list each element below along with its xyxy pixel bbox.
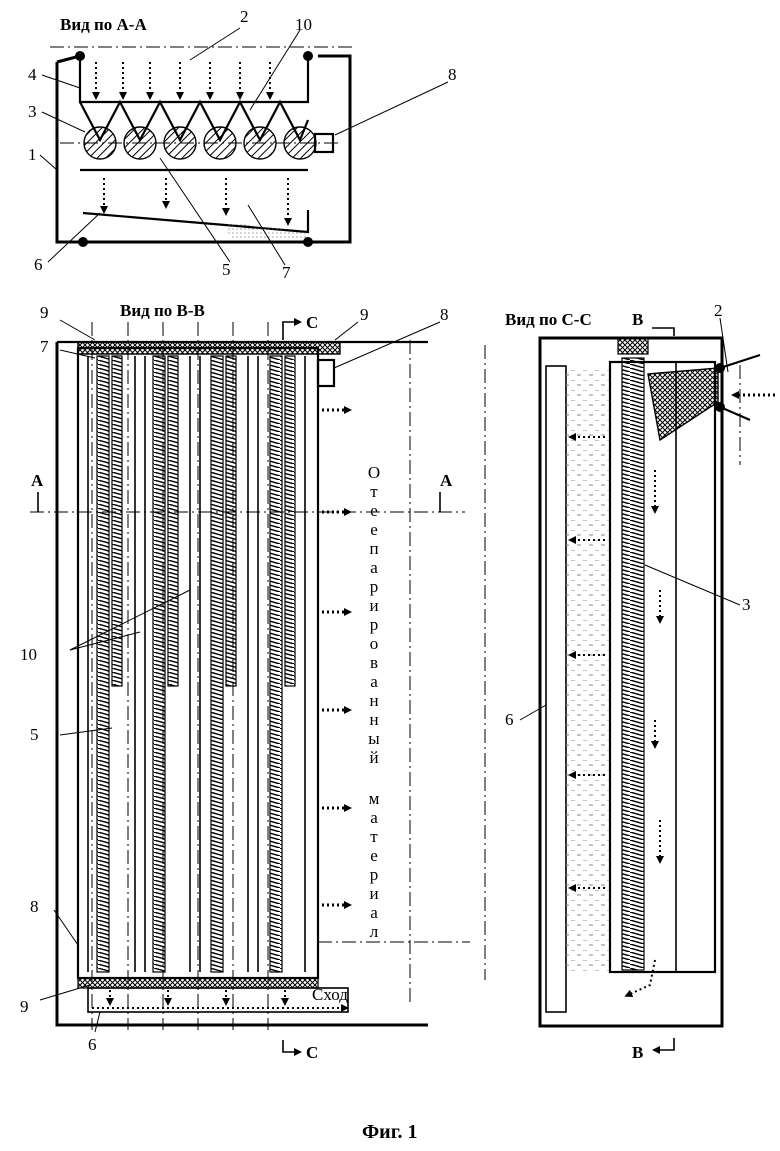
svg-text:7: 7	[40, 337, 49, 356]
vertical-letter: л	[370, 922, 379, 941]
svg-text:8: 8	[30, 897, 39, 916]
svg-text:9: 9	[40, 303, 49, 322]
vertical-letter: р	[370, 615, 379, 634]
svg-text:С: С	[306, 1043, 318, 1062]
vertical-letter: а	[370, 672, 378, 691]
vertical-letter: т	[370, 827, 378, 846]
svg-text:3: 3	[742, 595, 751, 614]
gear-bar-bottom	[78, 978, 318, 988]
vertical-letter: н	[369, 691, 378, 710]
svg-text:8: 8	[440, 305, 449, 324]
tray-cc	[546, 366, 566, 1012]
svg-text:7: 7	[282, 263, 291, 282]
svg-text:А: А	[440, 471, 453, 490]
view-aa-title: Вид по А-А	[60, 15, 147, 34]
vertical-letter: о	[370, 634, 379, 653]
svg-text:2: 2	[240, 7, 249, 26]
drive-bb	[318, 360, 334, 386]
vertical-letter: а	[370, 903, 378, 922]
svg-text:4: 4	[28, 65, 37, 84]
feed-hopper	[648, 368, 718, 440]
svg-text:9: 9	[20, 997, 29, 1016]
depulped-material-text: Отеепарированныйматериал	[368, 463, 380, 941]
svg-text:10: 10	[20, 645, 37, 664]
vertical-letter: О	[368, 463, 380, 482]
svg-text:8: 8	[448, 65, 457, 84]
svg-text:5: 5	[222, 260, 231, 279]
vertical-letter: а	[370, 558, 378, 577]
svg-text:5: 5	[30, 725, 39, 744]
brush-shaft-cc	[622, 358, 644, 970]
svg-text:9: 9	[360, 305, 369, 324]
vertical-letter: и	[369, 596, 378, 615]
svg-text:6: 6	[34, 255, 43, 274]
vertical-letter: п	[369, 539, 378, 558]
vertical-letter: й	[369, 748, 378, 767]
vertical-letter: ы	[368, 729, 380, 748]
view-aa: Вид по А-А	[28, 7, 457, 282]
view-cc: Вид по С-С В В	[485, 301, 775, 1062]
hopper	[80, 56, 308, 102]
svg-text:6: 6	[505, 710, 514, 729]
vertical-letter: р	[370, 865, 379, 884]
svg-text:2: 2	[714, 301, 723, 320]
vertical-letter: а	[370, 808, 378, 827]
tray-arrows	[92, 990, 345, 1008]
view-bb: Вид по В-В С С А А	[20, 301, 470, 1062]
svg-text:1: 1	[28, 145, 37, 164]
svg-text:А: А	[31, 471, 44, 490]
vertical-letter: е	[370, 846, 378, 865]
vertical-letter: е	[370, 520, 378, 539]
vertical-letter: м	[369, 789, 380, 808]
vertical-letter: т	[370, 482, 378, 501]
svg-text:С: С	[306, 313, 318, 332]
output-arrows	[322, 410, 348, 905]
view-cc-title: Вид по С-С	[505, 310, 592, 329]
svg-text:В: В	[632, 1043, 643, 1062]
svg-text:3: 3	[28, 102, 37, 121]
svg-text:В: В	[632, 310, 643, 329]
svg-text:6: 6	[88, 1035, 97, 1054]
figure-caption: Фиг. 1	[362, 1121, 418, 1143]
vertical-letter: и	[369, 884, 378, 903]
vertical-letter: н	[369, 710, 378, 729]
discharge-label: Сход	[312, 985, 348, 1004]
gear-bar-top	[78, 342, 340, 354]
vertical-letter: е	[370, 501, 378, 520]
vertical-letter: р	[370, 577, 379, 596]
brush-shafts-bb	[97, 356, 295, 972]
view-bb-title: Вид по В-В	[120, 301, 205, 320]
svg-text:10: 10	[295, 15, 312, 34]
vertical-letter: в	[370, 653, 378, 672]
